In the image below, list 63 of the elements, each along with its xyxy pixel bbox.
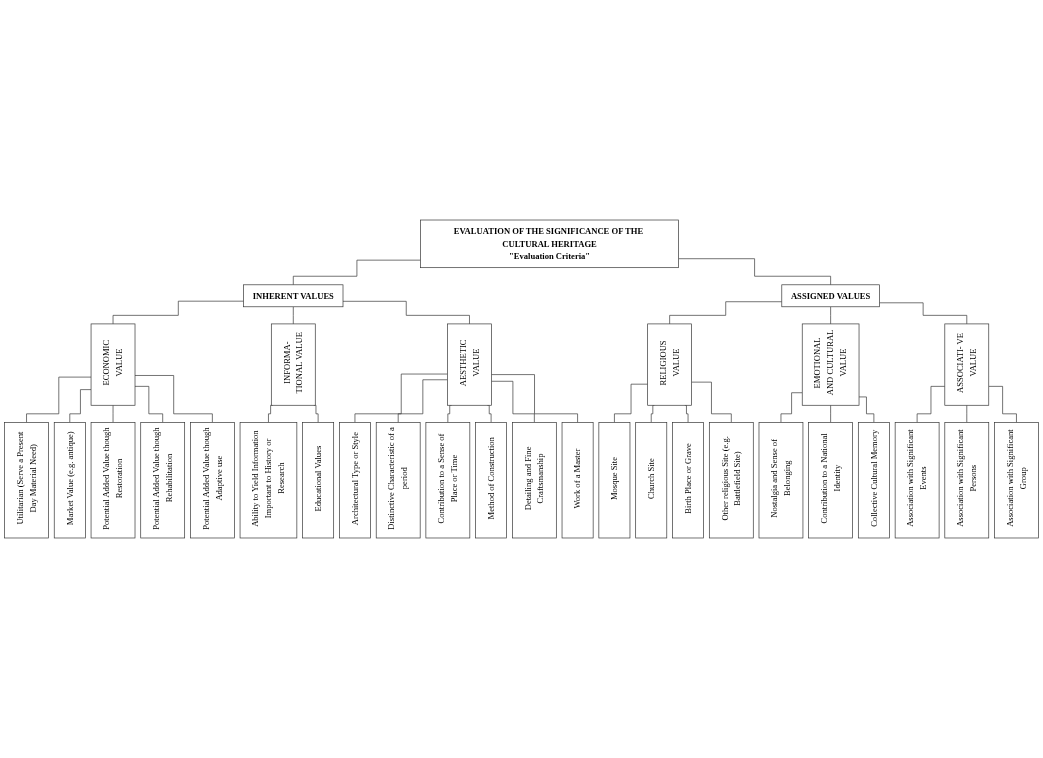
connector <box>354 373 448 423</box>
connector <box>879 302 968 325</box>
node-box: Utilitarian (Serve a Present Day Material Need) <box>4 422 49 539</box>
node-box: Architectural Type or Style <box>339 422 371 539</box>
connector <box>134 375 213 423</box>
node-box: Other religious Site (e.g. Battlefield Site) <box>708 422 754 539</box>
node-box: Potential Added Value though Adaptive use <box>190 422 235 539</box>
connector <box>678 258 831 286</box>
node-box: Market Value (e.g. antique) <box>53 422 86 539</box>
connector <box>684 404 689 423</box>
connector <box>916 386 946 423</box>
node-box: INFORMA- TIONAL VALUE <box>270 323 316 406</box>
connector <box>491 374 578 423</box>
connector <box>487 404 492 423</box>
connector <box>691 381 732 423</box>
node-box: EMOTIONAL AND CULTURAL VALUE <box>801 323 860 406</box>
connector <box>342 300 470 325</box>
node-box: Distinctive Characteristic of a period <box>375 422 421 539</box>
connector <box>830 306 831 325</box>
connector <box>966 404 968 423</box>
node-box: ASSOCIATI- VE VALUE <box>944 323 990 406</box>
connector <box>112 300 244 325</box>
connector <box>112 404 114 423</box>
connector <box>69 389 92 423</box>
node-box: ECONOMIC VALUE <box>90 323 136 406</box>
connector <box>397 379 448 423</box>
node-box: Nostalgia and Sense of Belonging <box>758 422 804 539</box>
connector <box>134 386 164 423</box>
node-box: Contribution to a Sense of Place or Time <box>425 422 471 539</box>
connector <box>988 386 1017 423</box>
connector <box>830 404 831 423</box>
connector <box>780 392 803 423</box>
connector <box>313 404 319 423</box>
node-box: Association with Significant Group <box>994 422 1039 539</box>
node-box: ASSIGNED VALUES <box>781 284 880 308</box>
node-box: AESTHETIC VALUE <box>447 323 492 406</box>
node-box: Method of Construction <box>475 422 507 539</box>
node-box: Collective Cultural Memory <box>857 422 890 539</box>
connector <box>858 396 875 423</box>
node-box: Educational Values <box>302 422 335 539</box>
node-box: Contribution to a National Identity <box>808 422 853 539</box>
node-box: Potential Added Value though Rehabilitation <box>140 422 186 539</box>
node-box: INHERENT VALUES <box>243 284 344 308</box>
node-box: Ability to Yield Information Important to History or Research <box>239 422 298 539</box>
connector <box>491 380 535 423</box>
node-box: Church Site <box>635 422 668 539</box>
node-box: Potential Added Value though Restoration <box>90 422 136 539</box>
connector <box>292 306 294 325</box>
connector <box>26 376 92 423</box>
node-box: Mosque Site <box>598 422 631 539</box>
node-box: EVALUATION OF THE SIGNIFICANCE OF THE CULTURAL HERITAGE "Evaluation Criteria" <box>420 219 679 269</box>
connector <box>447 404 452 423</box>
connector <box>292 259 421 286</box>
node-box: RELIGIOUS VALUE <box>647 323 692 406</box>
connector <box>650 404 655 423</box>
node-box: Birth Place or Grave <box>672 422 704 539</box>
connector <box>669 301 783 325</box>
node-box: Association with Significant Events <box>894 422 940 539</box>
connector <box>614 383 648 423</box>
connector <box>268 404 274 423</box>
node-box: Detailing and Fine Craftsmanship <box>512 422 557 539</box>
node-box: Work of a Master <box>561 422 594 539</box>
node-box: Association with Significant Persons <box>944 422 990 539</box>
